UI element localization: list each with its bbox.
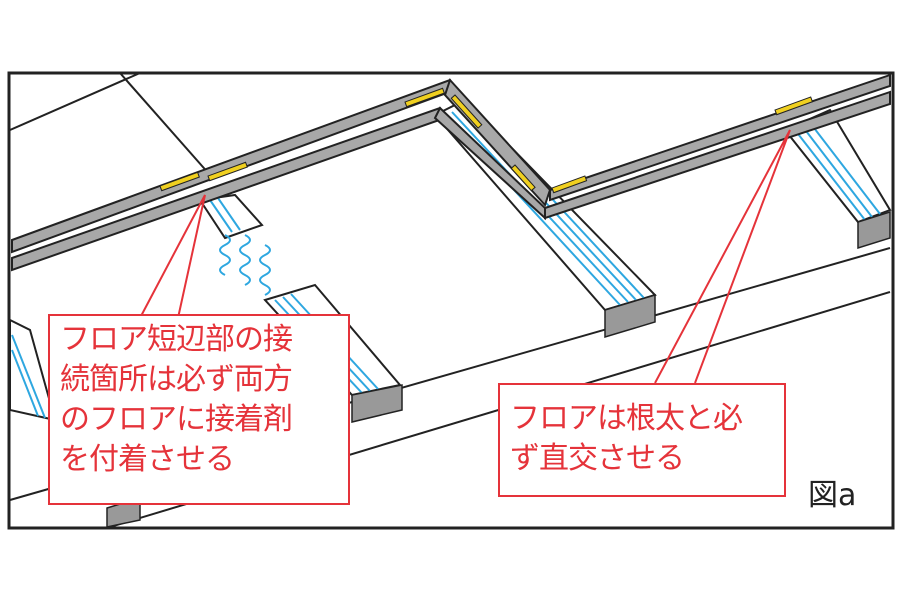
omitted-joist-wave [219,234,271,296]
adhesive-marks [159,87,814,194]
callout-line: ず直交させる [510,441,685,476]
adhesive-note-callout: フロア短辺部の接 続箇所は必ず両方 のフロアに接着剤 を付着させる [48,314,350,505]
orthogonal-note-callout: フロアは根太と必 ず直交させる [498,383,786,497]
callout-line: のフロアに接着剤 [60,402,293,437]
floor-edges [11,73,891,272]
callout-line: フロア短辺部の接 [60,322,293,357]
callout-line: を付着させる [60,442,235,477]
figure-label: 図a [808,478,857,513]
joist-ends [106,210,891,528]
leader-lines [139,129,791,384]
callout-line: フロアは根太と必 [510,401,743,436]
callout-line: 続箇所は必ず両方 [60,362,293,397]
